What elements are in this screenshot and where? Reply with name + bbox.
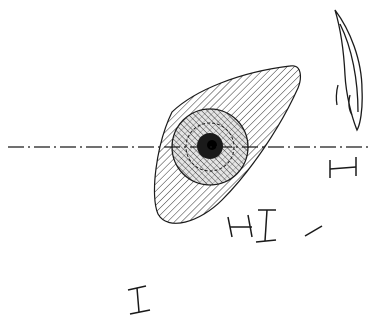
- symbol-i-beam-center: [255, 209, 277, 243]
- core-dot: [197, 133, 223, 159]
- symbol-dash: [304, 225, 323, 237]
- symbol-i-beam-bottom: [127, 285, 151, 315]
- symbol-h-mark: [227, 214, 253, 238]
- side-sketch: [334, 9, 363, 132]
- symbol-i-beam-right: [329, 157, 357, 178]
